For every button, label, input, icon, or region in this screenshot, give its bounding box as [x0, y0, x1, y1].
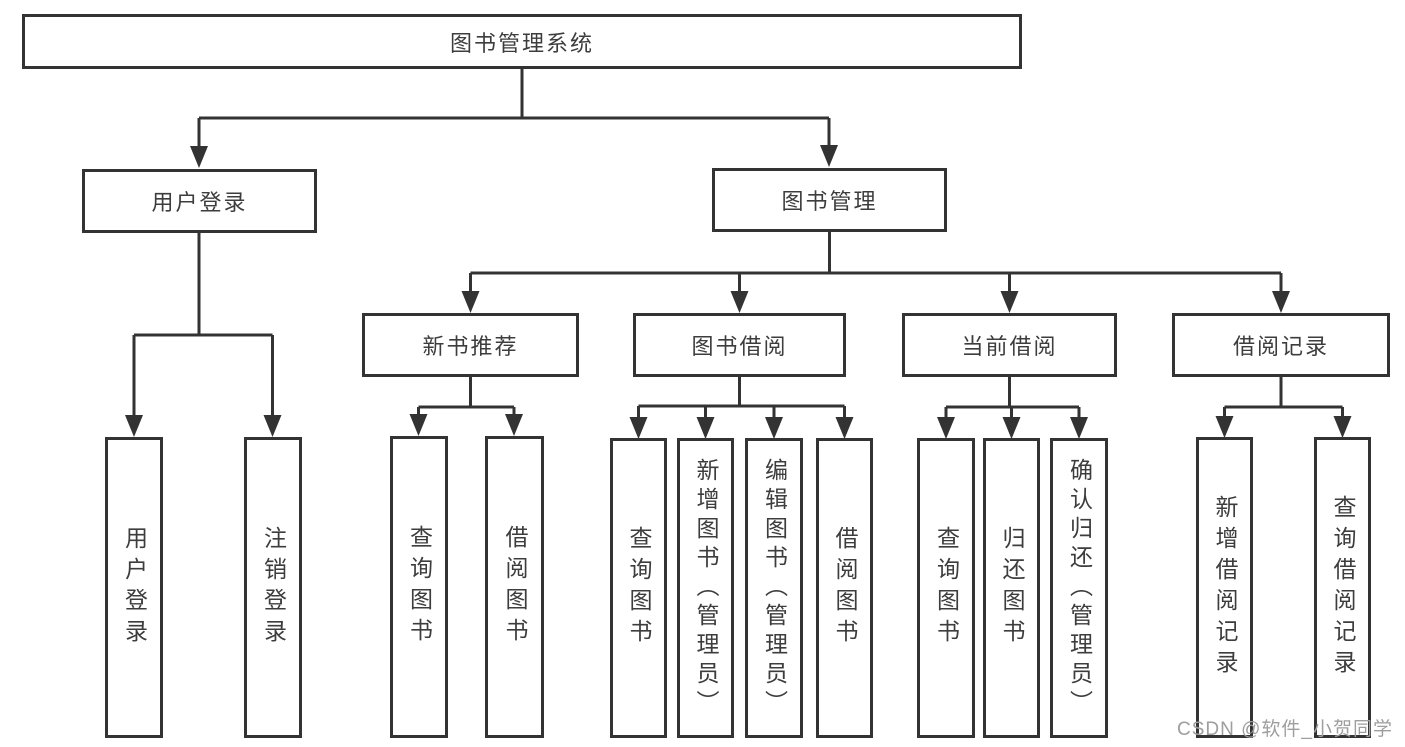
leaf-borrow-query-books-label: 查询图书	[626, 526, 652, 650]
leaf-current-query-books-label: 查询图书	[933, 526, 960, 650]
arrowheads	[125, 145, 1352, 439]
node-book-management: 图书管理	[712, 168, 947, 232]
node-book-borrow: 图书借阅	[633, 313, 846, 377]
node-current-borrow-label: 当前借阅	[961, 334, 1058, 359]
leaf-return-books-label: 归还图书	[999, 526, 1025, 650]
leaf-confirm-return-admin: 确认归还（管理员）	[1050, 438, 1108, 738]
leaf-edit-books-admin: 编辑图书（管理员）	[745, 438, 803, 738]
node-borrow-records-label: 借阅记录	[1232, 334, 1329, 359]
leaf-logout: 注销登录	[244, 437, 302, 738]
leaf-logout-label: 注销登录	[260, 525, 287, 650]
csdn-watermark: CSDN @软件_小贺同学	[1177, 719, 1393, 740]
node-book-borrow-label: 图书借阅	[691, 334, 788, 359]
leaf-add-books-admin: 新增图书（管理员）	[677, 438, 734, 738]
leaf-recommend-query-books: 查询图书	[390, 436, 448, 738]
leaf-recommend-borrow-books: 借阅图书	[485, 436, 544, 738]
leaf-recommend-query-books-label: 查询图书	[406, 525, 433, 649]
node-user-login: 用户登录	[82, 169, 317, 233]
leaf-user-login: 用户登录	[105, 437, 163, 738]
node-new-book-recommend: 新书推荐	[362, 313, 579, 377]
node-book-management-label: 图书管理	[781, 189, 878, 214]
leaf-borrow-books: 借阅图书	[816, 438, 873, 738]
leaf-return-books: 归还图书	[983, 438, 1040, 738]
leaf-borrow-query-books: 查询图书	[610, 438, 667, 738]
leaf-current-query-books: 查询图书	[917, 438, 975, 738]
node-new-book-recommend-label: 新书推荐	[422, 334, 519, 359]
leaf-confirm-return-admin-label: 确认归还（管理员）	[1066, 457, 1093, 719]
leaf-query-borrow-record-label: 查询借阅记录	[1330, 494, 1356, 681]
leaf-user-login-label: 用户登录	[121, 525, 148, 650]
leaf-query-borrow-record: 查询借阅记录	[1314, 437, 1371, 738]
node-root-system-label: 图书管理系统	[449, 30, 594, 56]
leaf-edit-books-admin-label: 编辑图书（管理员）	[761, 457, 788, 719]
leaf-add-borrow-record-label: 新增借阅记录	[1212, 494, 1238, 681]
leaf-borrow-books-label: 借阅图书	[832, 526, 858, 650]
leaf-add-borrow-record: 新增借阅记录	[1196, 437, 1253, 738]
node-user-login-label: 用户登录	[151, 190, 248, 215]
leaf-add-books-admin-label: 新增图书（管理员）	[693, 457, 719, 719]
node-root-system: 图书管理系统	[22, 14, 1022, 69]
node-current-borrow: 当前借阅	[902, 313, 1117, 377]
node-borrow-records: 借阅记录	[1172, 313, 1390, 377]
leaf-recommend-borrow-books-label: 借阅图书	[502, 525, 528, 649]
